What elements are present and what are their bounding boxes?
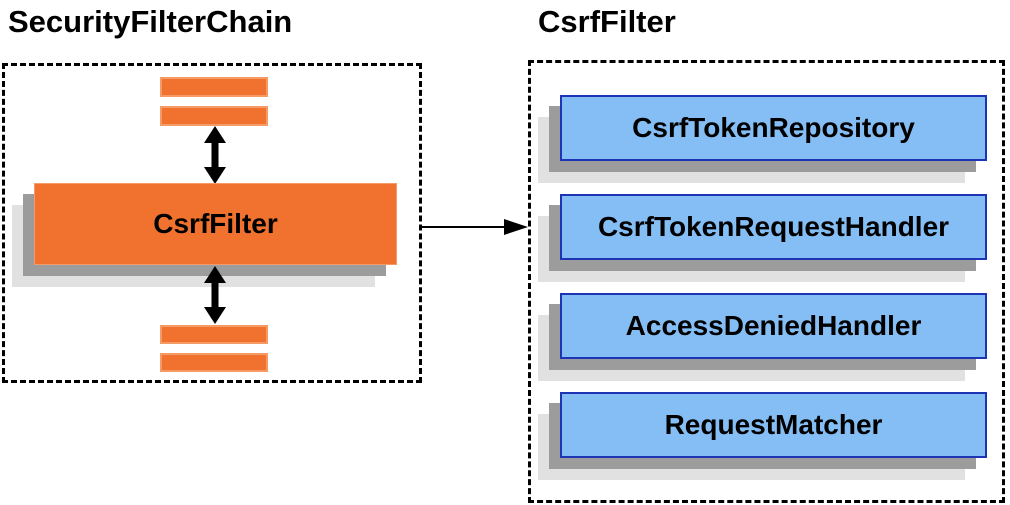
csrf-filter-node: CsrfFilter: [34, 183, 397, 265]
component-node-access-denied-handler: AccessDeniedHandler: [560, 293, 987, 359]
left-group-title: SecurityFilterChain: [8, 4, 293, 39]
filter-placeholder-bar: [160, 325, 268, 344]
component-node-csrf-token-repository: CsrfTokenRepository: [560, 95, 987, 161]
component-label: RequestMatcher: [664, 409, 883, 440]
double-arrow-icon: [204, 266, 226, 324]
component-label: AccessDeniedHandler: [625, 310, 922, 341]
component-label: CsrfTokenRequestHandler: [597, 211, 950, 242]
security-filter-chain-container: [2, 63, 422, 383]
filter-placeholder-bar: [160, 353, 268, 372]
component-node-request-matcher: RequestMatcher: [560, 392, 987, 458]
filter-placeholder-bar: [160, 77, 268, 97]
component-label: CsrfTokenRepository: [632, 112, 915, 143]
csrf-filter-node-label: CsrfFilter: [153, 208, 278, 239]
right-group-title: CsrfFilter: [538, 4, 676, 39]
component-node-csrf-token-request-handler: CsrfTokenRequestHandler: [560, 194, 987, 260]
double-arrow-icon: [204, 126, 226, 184]
csrf-filter-container: [528, 60, 1005, 503]
filter-placeholder-bar: [160, 106, 268, 126]
flow-arrow-icon: [422, 219, 528, 235]
